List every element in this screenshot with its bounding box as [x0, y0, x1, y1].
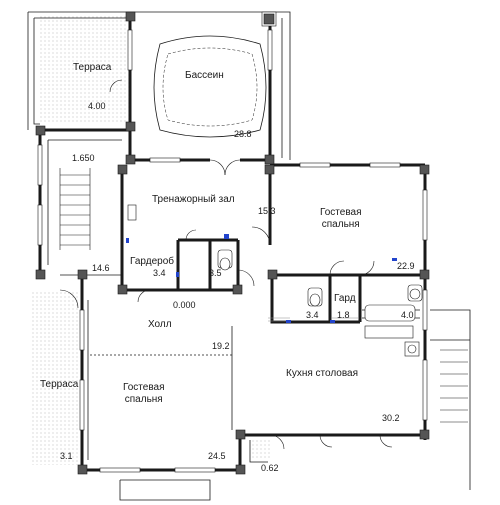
terrace-top-label: Терраса	[73, 62, 112, 73]
guest-bedroom-2-line1: Гостевая	[123, 382, 165, 393]
area-gard: 1.8	[337, 310, 350, 320]
terrace-top-paving	[38, 16, 130, 124]
area-bathroom-3: 4.0	[401, 310, 414, 320]
guest-bedroom-2-label: Гостевая спальня	[123, 382, 165, 405]
guest-bedroom-1-label: Гостевая спальня	[320, 207, 362, 230]
wardrobe-label: Гардероб	[130, 256, 174, 267]
terrace-left-label: Терраса	[40, 379, 79, 390]
terrace-left-paving	[32, 290, 82, 465]
area-hall: 19.2	[212, 341, 230, 351]
area-bathroom-2: 3.4	[306, 310, 319, 320]
area-porch: 0.62	[261, 463, 279, 473]
fixtures	[127, 204, 423, 357]
area-gym: 15.3	[258, 206, 276, 216]
level-floor: 0.000	[173, 300, 196, 310]
columns	[35, 11, 430, 475]
gard-label: Гард	[334, 293, 356, 304]
pool-label: Бассеин	[185, 70, 224, 81]
kitchen-dining-label: Кухня столовая	[286, 368, 359, 379]
area-guest-bedroom-2: 24.5	[208, 451, 226, 461]
area-wardrobe: 3.4	[153, 268, 166, 278]
gym-label: Тренажорный зал	[152, 194, 235, 205]
porch	[250, 440, 270, 460]
pool-basin	[153, 35, 267, 138]
markers	[126, 234, 397, 323]
pool-outline	[27, 11, 291, 160]
area-pool: 28.8	[234, 129, 252, 139]
door-swings	[59, 79, 393, 450]
area-terrace-top: 4.00	[88, 101, 106, 111]
area-terrace-left: 3.1	[60, 451, 73, 461]
area-bathroom-1: 3.5	[209, 268, 222, 278]
area-guest-bedroom-1: 22.9	[397, 261, 415, 271]
guest-bedroom-1-line1: Гостевая	[320, 207, 362, 218]
guest-bedroom-1-line2: спальня	[321, 218, 360, 230]
area-kitchen: 30.2	[382, 413, 400, 423]
area-stair-landing: 14.6	[92, 263, 110, 273]
level-stair: 1.650	[72, 153, 95, 163]
stairs	[59, 168, 468, 423]
guest-bedroom-2-line2: спальня	[124, 393, 163, 405]
hall-label: Холл	[148, 319, 172, 330]
windows	[37, 29, 428, 473]
